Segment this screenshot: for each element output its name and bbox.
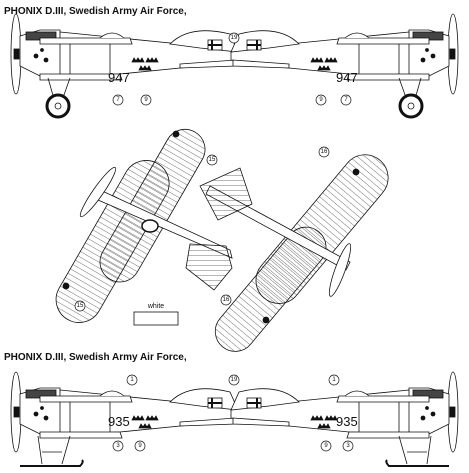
callout-19-top: 19 [231,35,238,41]
serial-upper-left: 947 [108,70,130,85]
callout-9-right: 9 [319,97,323,103]
callout-9-lower-left: 9 [138,443,142,449]
serial-upper-right: 947 [336,70,358,85]
callout-7-right: 7 [344,97,348,103]
plan-view-top [199,154,389,352]
callout-3-right: 3 [346,443,350,449]
callout-19-bottom: 19 [231,377,238,383]
callout-1-left: 1 [130,377,134,383]
callout-9-left: 9 [144,97,148,103]
callouts: 19 7 9 9 7 15 16 15 16 19 1 1 3 9 9 3 [74,32,354,452]
callout-9-lower-right: 9 [324,443,328,449]
callout-3-left: 3 [116,443,120,449]
callout-7-left: 7 [116,97,120,103]
white-swatch [133,311,179,326]
serial-lower-left: 935 [108,414,130,429]
plan-view-underside [55,128,233,323]
heading-top: PHONIX D.III, Swedish Army Air Force, [4,6,187,17]
callout-15-upper: 15 [209,157,216,163]
callout-1-right: 1 [332,377,336,383]
callout-15-lower: 15 [77,303,84,309]
callout-16-lower: 16 [223,297,230,303]
callout-16-upper: 16 [321,149,328,155]
white-swatch-label: white [147,303,164,310]
heading-bottom: PHONIX D.III, Swedish Army Air Force, [4,352,187,363]
serial-lower-right: 935 [336,414,358,429]
